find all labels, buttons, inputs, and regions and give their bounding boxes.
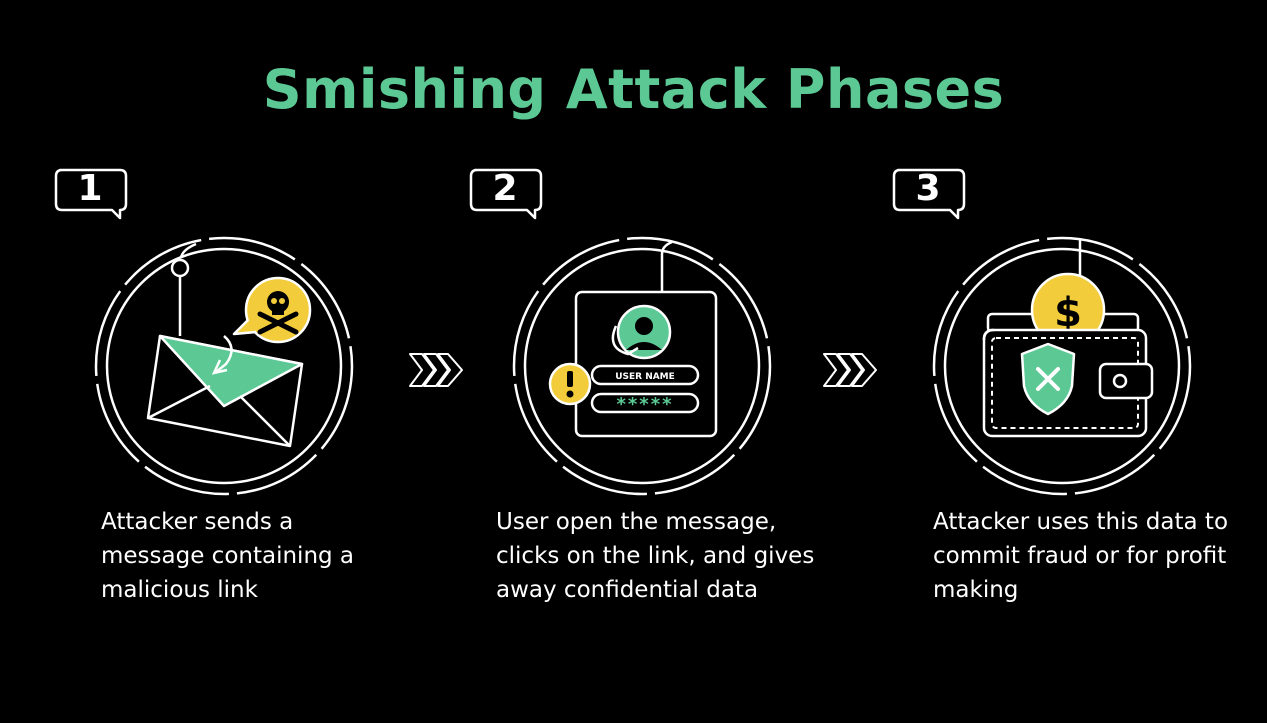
user-avatar-icon <box>611 304 672 360</box>
envelope-icon <box>146 334 304 448</box>
warning-icon <box>548 362 592 406</box>
dollar-symbol: $ <box>1054 290 1082 336</box>
fishing-hook-icon <box>660 240 673 292</box>
step-2-description: User open the message, clicks on the lin… <box>496 509 815 603</box>
speech-bubble-icon <box>54 168 128 220</box>
username-label: USER NAME <box>615 372 675 382</box>
chevron-right-icon <box>822 350 878 390</box>
step-1-description: Attacker sends a message containing a ma… <box>101 509 355 603</box>
step-1-badge: 1 <box>54 168 130 220</box>
page-title: Smishing Attack Phases <box>262 58 1005 121</box>
step-3-number: 3 <box>915 168 941 209</box>
speech-bubble-icon <box>469 168 543 220</box>
password-mask: ***** <box>616 394 673 415</box>
shield-x-icon <box>1020 342 1076 416</box>
step-3-badge: 3 <box>892 168 968 220</box>
step-1-illustration <box>94 236 354 496</box>
password-field: ***** <box>590 392 700 415</box>
step-2-badge: 2 <box>469 168 545 220</box>
step-2-number: 2 <box>492 168 518 209</box>
username-field: USER NAME <box>590 364 700 386</box>
step-1-number: 1 <box>77 168 103 209</box>
speech-bubble-icon <box>892 168 966 220</box>
fishing-hook-icon <box>170 242 197 336</box>
dollar-coin-icon: $ <box>1030 272 1106 348</box>
step-3-description: Attacker uses this data to commit fraud … <box>933 509 1229 603</box>
chevron-right-icon <box>408 350 464 390</box>
skull-crossbones-icon <box>232 276 312 344</box>
step-3-illustration: $ <box>932 236 1192 496</box>
step-2-illustration: USER NAME ***** <box>512 236 772 496</box>
